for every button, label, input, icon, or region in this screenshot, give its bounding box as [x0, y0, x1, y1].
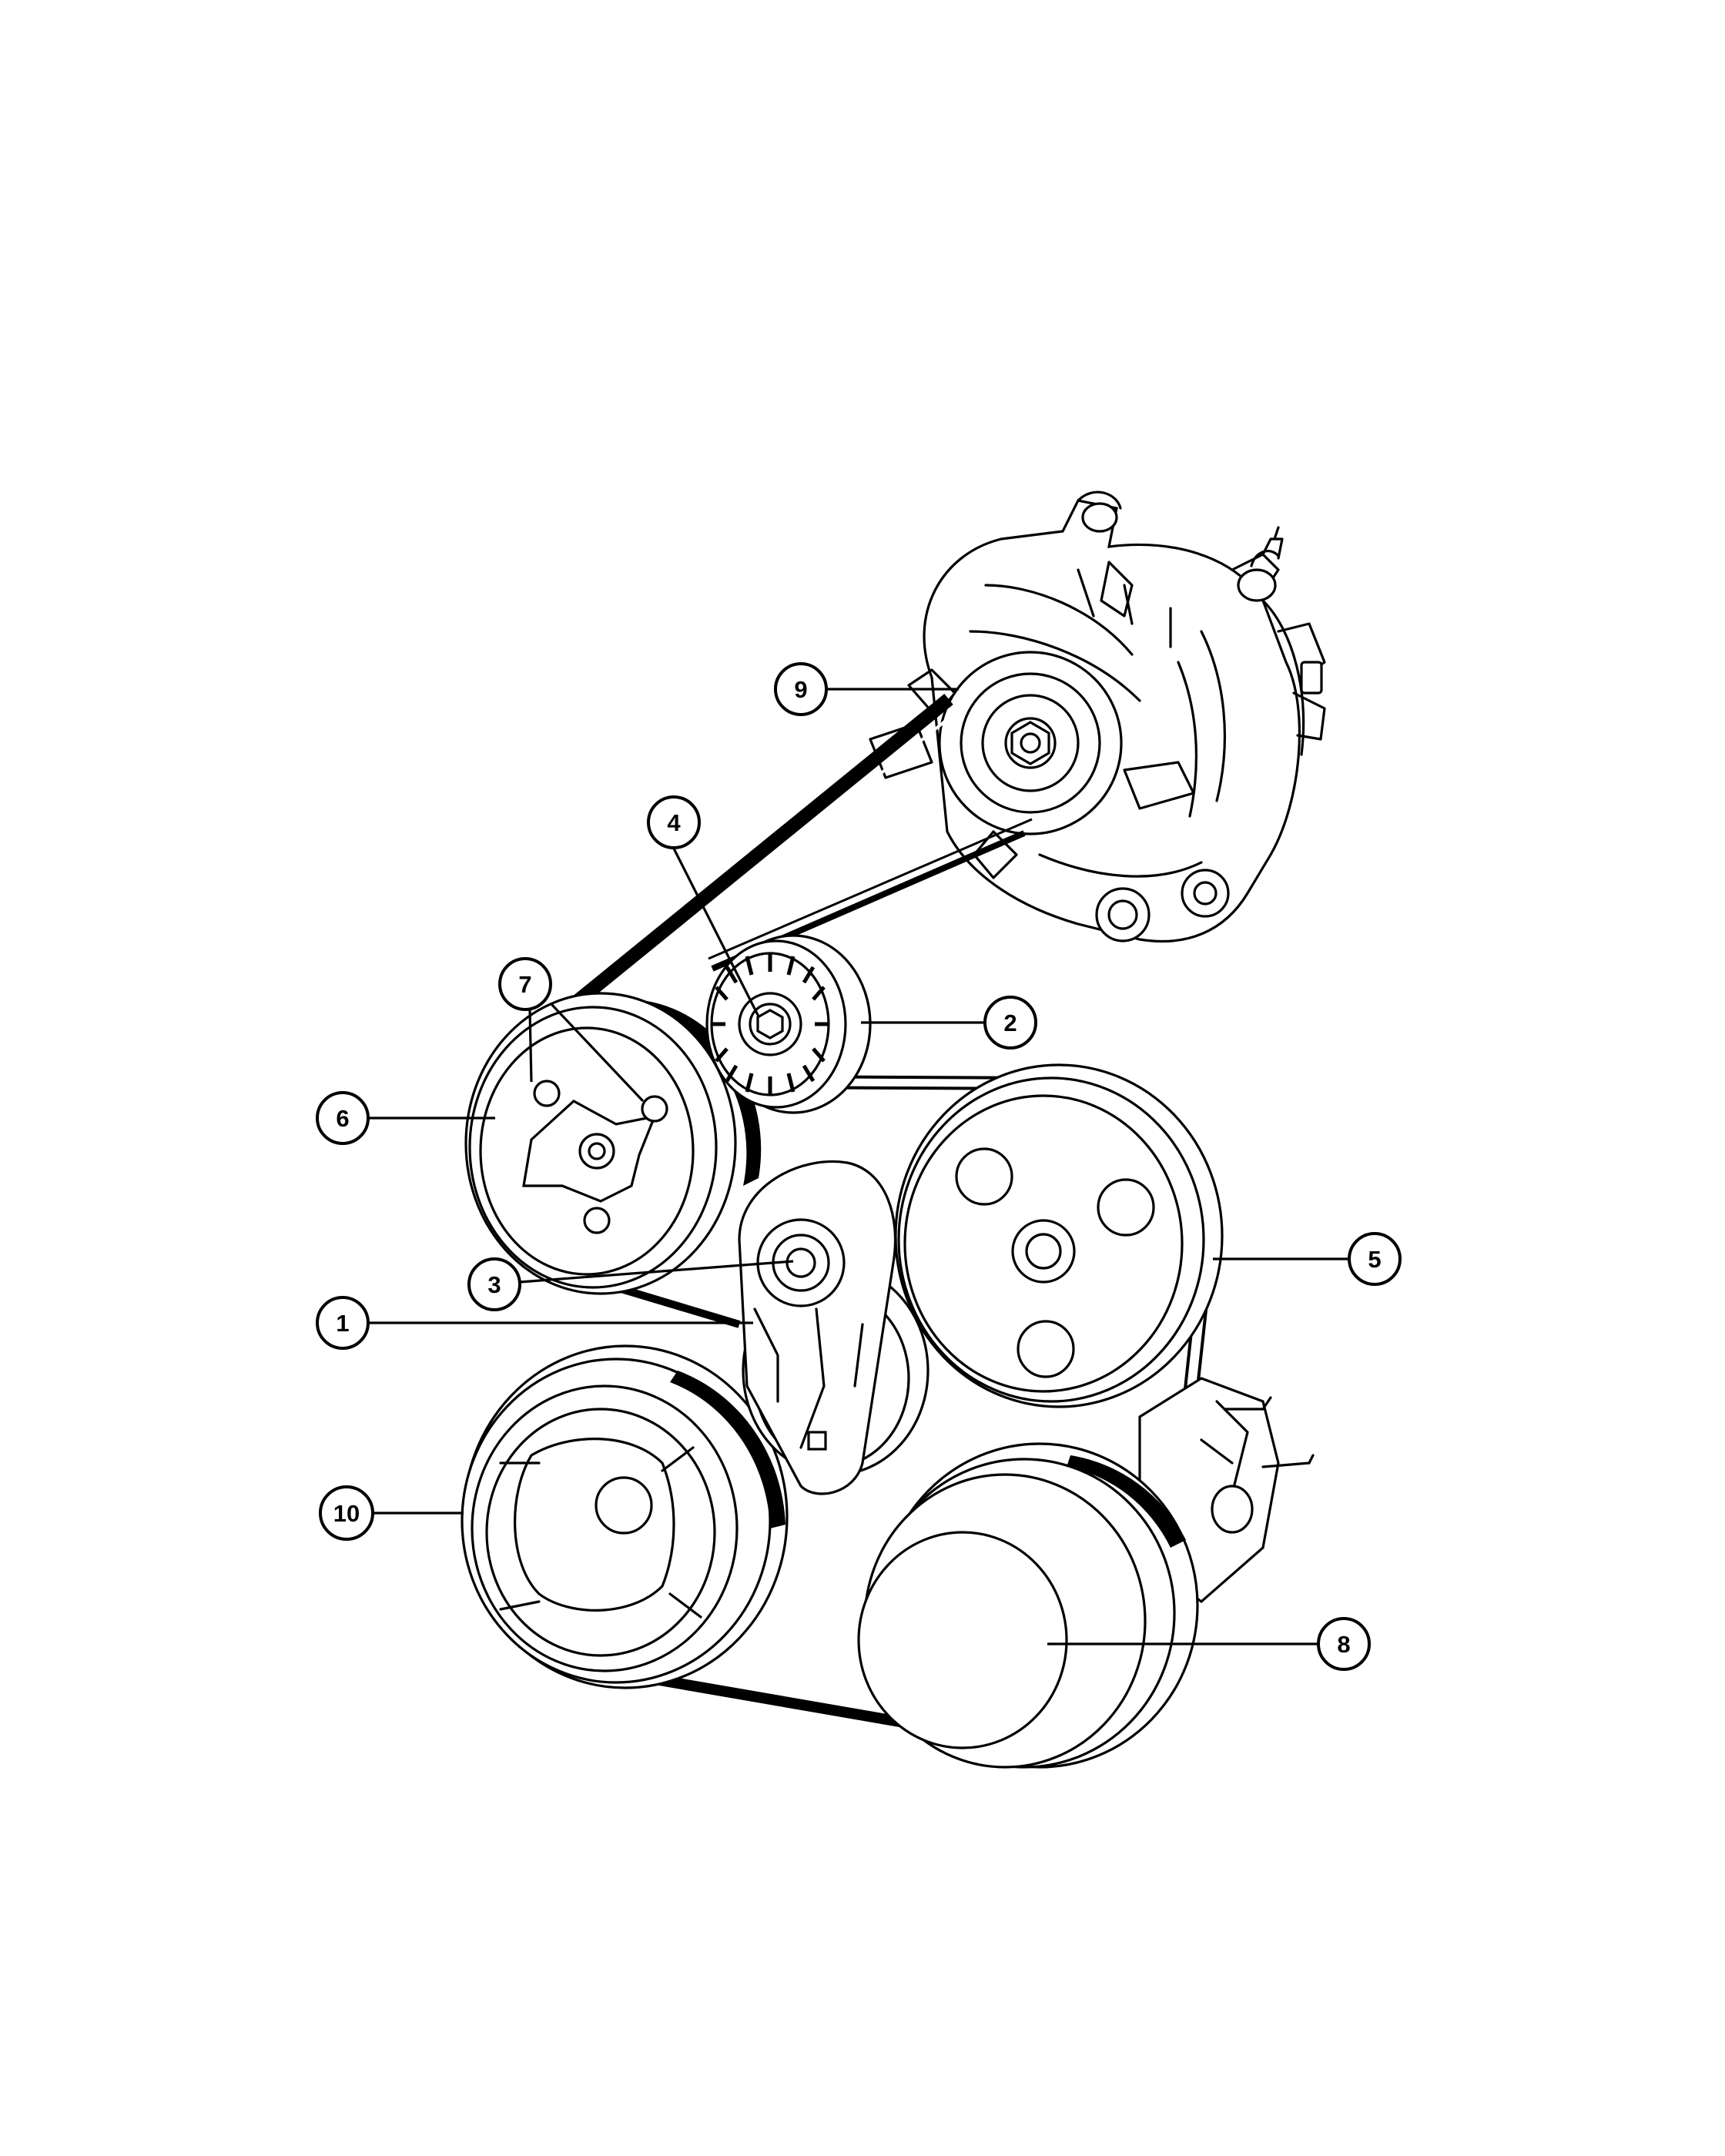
callout-4: 4 [647, 795, 701, 849]
alternator [869, 490, 1326, 943]
callout-7: 7 [498, 957, 552, 1011]
ac-compressor [857, 1377, 1315, 1769]
callout-10: 10 [319, 1485, 374, 1541]
callout-3-label: 3 [487, 1271, 501, 1298]
power-steering-pulley [894, 1063, 1224, 1408]
callout-4-label: 4 [667, 809, 681, 836]
callouts: 9 4 2 7 6 3 [316, 662, 1402, 1671]
callout-9: 9 [774, 662, 828, 716]
callout-2: 2 [983, 996, 1037, 1050]
callout-8: 8 [1317, 1617, 1371, 1671]
callout-9-label: 9 [794, 676, 807, 703]
callout-7-label: 7 [518, 971, 531, 998]
callout-6: 6 [316, 1091, 370, 1145]
callout-1-label: 1 [336, 1310, 349, 1337]
belt-tensioner [738, 1160, 929, 1495]
callout-6-label: 6 [336, 1105, 349, 1132]
callout-5-label: 5 [1368, 1246, 1381, 1273]
serpentine-belt [556, 694, 1217, 1729]
callout-1: 1 [316, 1296, 370, 1350]
callout-2-label: 2 [1003, 1009, 1017, 1036]
callout-10-label: 10 [333, 1500, 360, 1527]
callout-3: 3 [467, 1257, 521, 1311]
crankshaft-damper [461, 1344, 789, 1689]
callout-5: 5 [1348, 1232, 1402, 1286]
callout-8-label: 8 [1337, 1631, 1350, 1658]
